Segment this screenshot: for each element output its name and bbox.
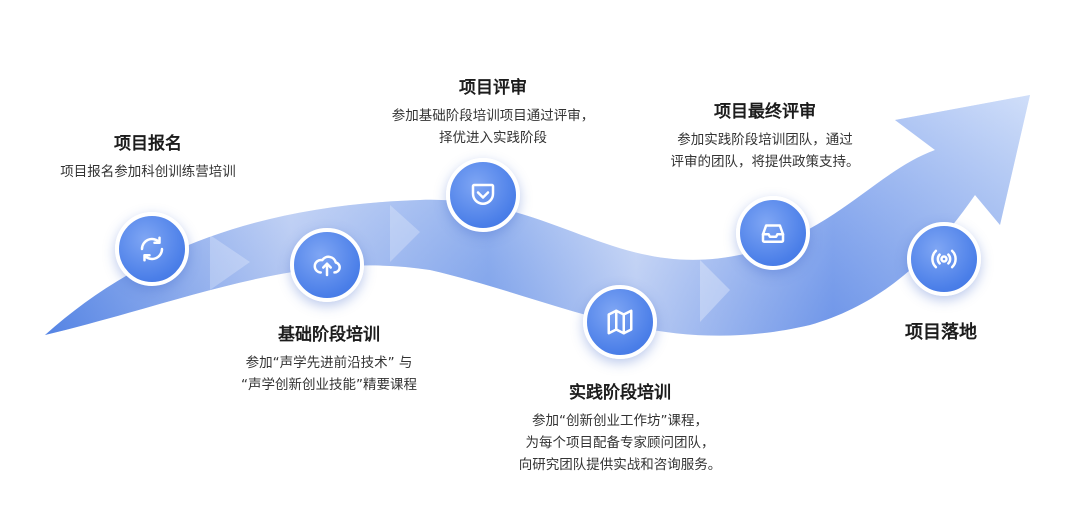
step-desc-line: 向研究团队提供实战和咨询服务。 bbox=[518, 457, 722, 473]
step-desc-line: 参加“创新创业工作坊”课程， bbox=[532, 413, 708, 429]
step-node-5[interactable] bbox=[736, 196, 810, 270]
ribbon-fold bbox=[390, 205, 420, 262]
step-6-title: 项目落地 bbox=[905, 322, 977, 343]
step-title: 项目报名 bbox=[114, 134, 182, 154]
step-5-text: 项目最终评审 参加实践阶段培训团队，通过 评审的团队，将提供政策支持。 bbox=[642, 101, 888, 173]
ribbon-shade bbox=[45, 95, 1030, 336]
broadcast-icon bbox=[931, 249, 957, 269]
step-title: 基础阶段培训 bbox=[278, 325, 380, 345]
refresh-icon bbox=[140, 236, 164, 262]
step-node-2[interactable] bbox=[290, 228, 364, 302]
step-desc-line: 评审的团队，将提供政策支持。 bbox=[670, 154, 860, 170]
ribbon-fold bbox=[210, 235, 250, 290]
step-desc-line: 为每个项目配备专家顾问团队， bbox=[525, 435, 715, 451]
step-node-3[interactable] bbox=[446, 158, 520, 232]
step-desc-line: 参加实践阶段培训团队，通过 bbox=[677, 132, 853, 148]
cloud-upload-icon bbox=[313, 255, 341, 277]
step-title: 实践阶段培训 bbox=[569, 383, 671, 403]
pocket-icon bbox=[471, 183, 495, 205]
step-node-6[interactable] bbox=[907, 222, 981, 296]
step-desc-line: 参加“声学先进前沿技术” 与 bbox=[245, 355, 413, 371]
step-node-4[interactable] bbox=[583, 285, 657, 359]
step-4-text: 实践阶段培训 参加“创新创业工作坊”课程， 为每个项目配备专家顾问团队， 向研究… bbox=[490, 382, 750, 476]
inbox-icon bbox=[761, 224, 785, 243]
step-desc-line: “声学创新创业技能”精要课程 bbox=[241, 377, 417, 393]
step-title: 项目最终评审 bbox=[714, 102, 816, 122]
step-3-text: 项目评审 参加基础阶段培训项目通过评审， 择优进入实践阶段 bbox=[362, 77, 624, 149]
step-title: 项目评审 bbox=[459, 78, 527, 98]
map-icon bbox=[607, 309, 633, 335]
step-desc-line: 择优进入实践阶段 bbox=[439, 130, 547, 146]
step-1-text: 项目报名 项目报名参加科创训练营培训 bbox=[30, 133, 266, 183]
step-desc-line: 参加基础阶段培训项目通过评审， bbox=[391, 108, 595, 124]
ribbon-fold bbox=[700, 260, 730, 322]
step-node-1[interactable] bbox=[115, 212, 189, 286]
step-desc-line: 项目报名参加科创训练营培训 bbox=[60, 164, 236, 180]
step-2-text: 基础阶段培训 参加“声学先进前沿技术” 与 “声学创新创业技能”精要课程 bbox=[198, 324, 460, 396]
